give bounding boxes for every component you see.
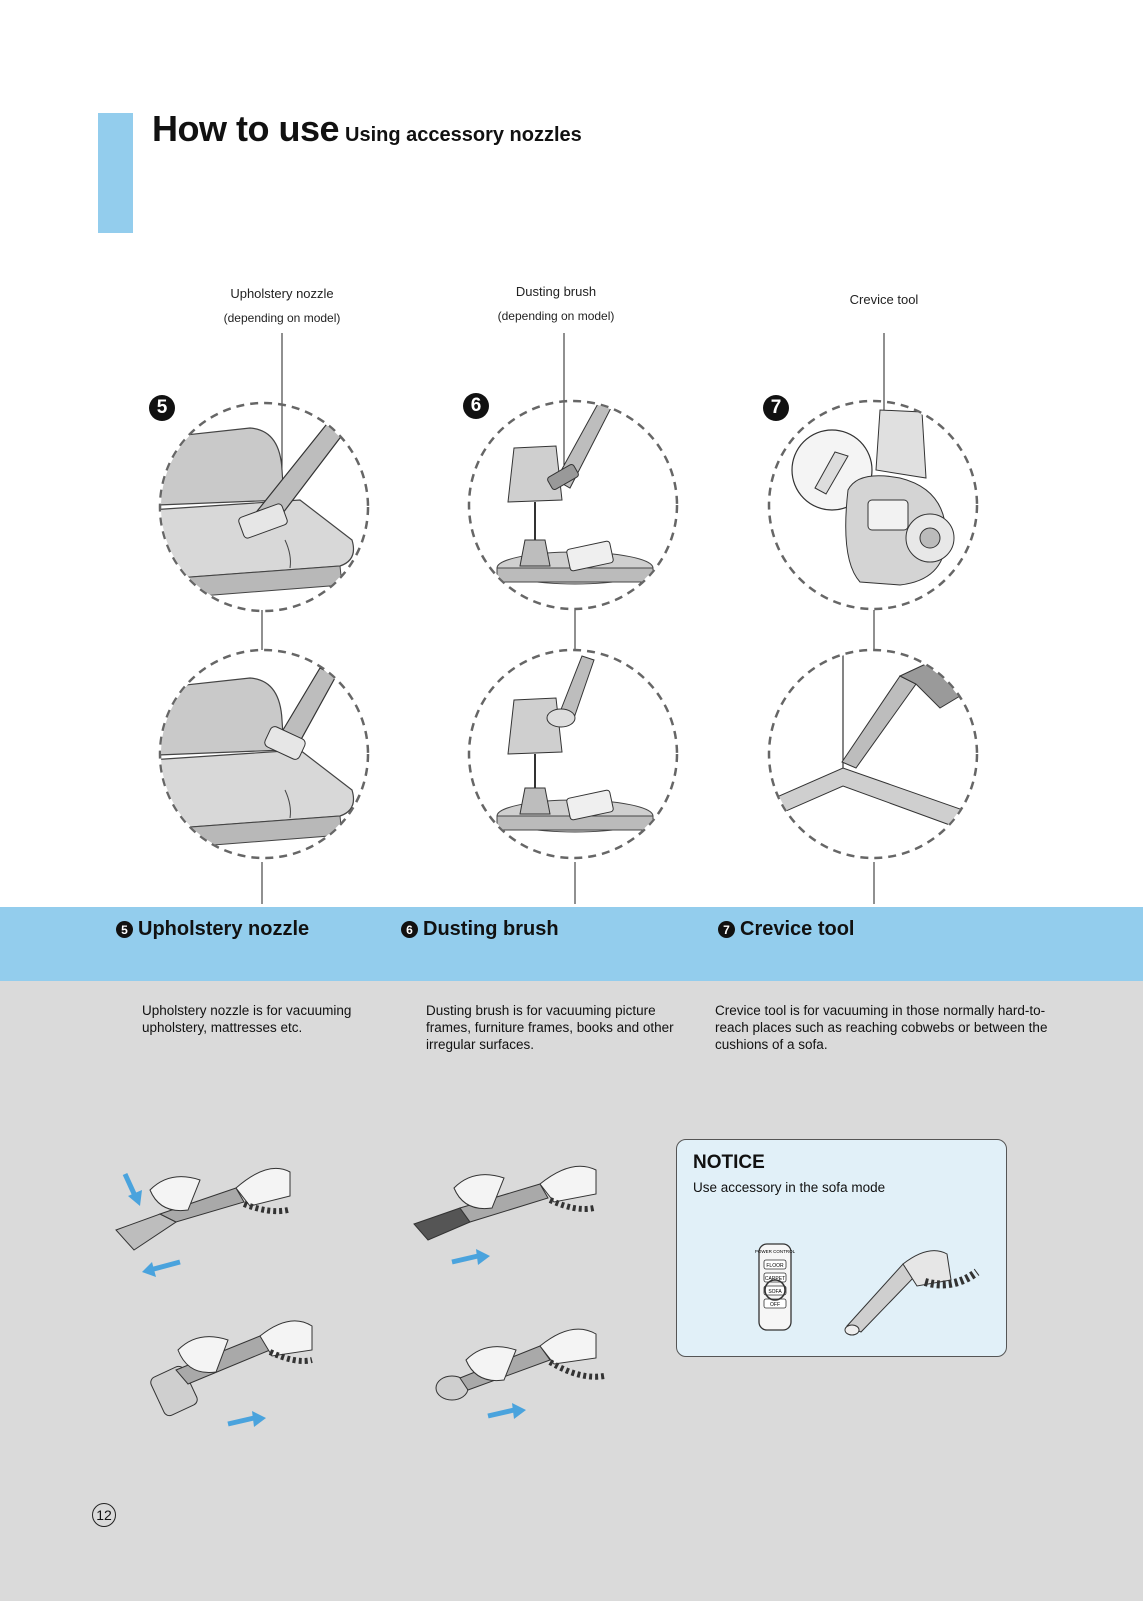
step-marker-6: 6 — [463, 393, 489, 419]
header-accent-bar — [98, 113, 133, 233]
step-number-badge: 5 — [116, 921, 133, 938]
title-main: How to use — [152, 108, 340, 149]
description-crevice: Crevice tool is for vacuuming in those n… — [715, 1003, 1048, 1052]
sofa-mode-illustration: POWER CONTROL FLOOR CARPET SOFA OFF — [755, 1243, 980, 1336]
panel-heading: POWER CONTROL — [755, 1249, 796, 1254]
step-title-text: Dusting brush — [423, 918, 559, 940]
callout-crevice-tool: Crevice tool — [824, 288, 944, 312]
upholstery-bottom-illustration — [158, 648, 370, 860]
crevice-bottom-illustration — [767, 648, 979, 860]
dusting-top-illustration — [467, 399, 679, 611]
panel-button-floor: FLOOR — [766, 1263, 784, 1269]
panel-button-carpet: CARPET — [765, 1276, 785, 1282]
description-dusting: Dusting brush is for vacuuming picture f… — [426, 1003, 674, 1052]
callout-upholstery-nozzle: Upholstery nozzle (depending on model) — [222, 282, 342, 330]
step-marker-7: 7 — [763, 395, 789, 421]
crevice-top-illustration — [767, 399, 979, 611]
dusting-attach-illustration — [413, 1165, 597, 1265]
step-title-text: Crevice tool — [740, 918, 855, 940]
step-titles-band — [0, 907, 1143, 981]
callout-note: (depending on model) — [223, 311, 341, 325]
callout-dusting-brush: Dusting brush (depending on model) — [496, 280, 616, 328]
panel-button-off: OFF — [770, 1302, 780, 1308]
description-upholstery: Upholstery nozzle is for vacuuming uphol… — [142, 1003, 352, 1035]
upholstery-top-illustration — [158, 401, 370, 613]
callout-label: Upholstery nozzle — [230, 286, 334, 301]
step-marker-5: 5 — [149, 395, 175, 421]
upholstery-use-illustration — [150, 1320, 313, 1427]
step-title-dusting: 6 Dusting brush — [401, 918, 559, 941]
step-title-upholstery: 5 Upholstery nozzle — [116, 918, 309, 941]
step-title-crevice: 7 Crevice tool — [718, 918, 854, 941]
notice-text: Use accessory in the sofa mode — [693, 1180, 886, 1195]
callout-label: Dusting brush — [515, 284, 597, 299]
step-title-text: Upholstery nozzle — [138, 918, 310, 940]
callout-label: Crevice tool — [849, 292, 919, 307]
notice-box: NOTICE Use accessory in the sofa mode PO… — [676, 1139, 1007, 1357]
dusting-bottom-illustration — [467, 648, 679, 860]
title-subtitle: Using accessory nozzles — [345, 124, 582, 146]
usage-illustrations — [158, 333, 979, 904]
callout-note: (depending on model) — [497, 309, 615, 323]
step-number-badge: 7 — [718, 921, 735, 938]
page-number: 12 — [92, 1503, 116, 1527]
step-number-badge: 6 — [401, 921, 418, 938]
dusting-use-illustration — [435, 1328, 605, 1419]
panel-button-sofa: SOFA — [768, 1289, 782, 1295]
upholstery-attach-illustration — [115, 1168, 291, 1277]
notice-title: NOTICE — [693, 1152, 765, 1173]
